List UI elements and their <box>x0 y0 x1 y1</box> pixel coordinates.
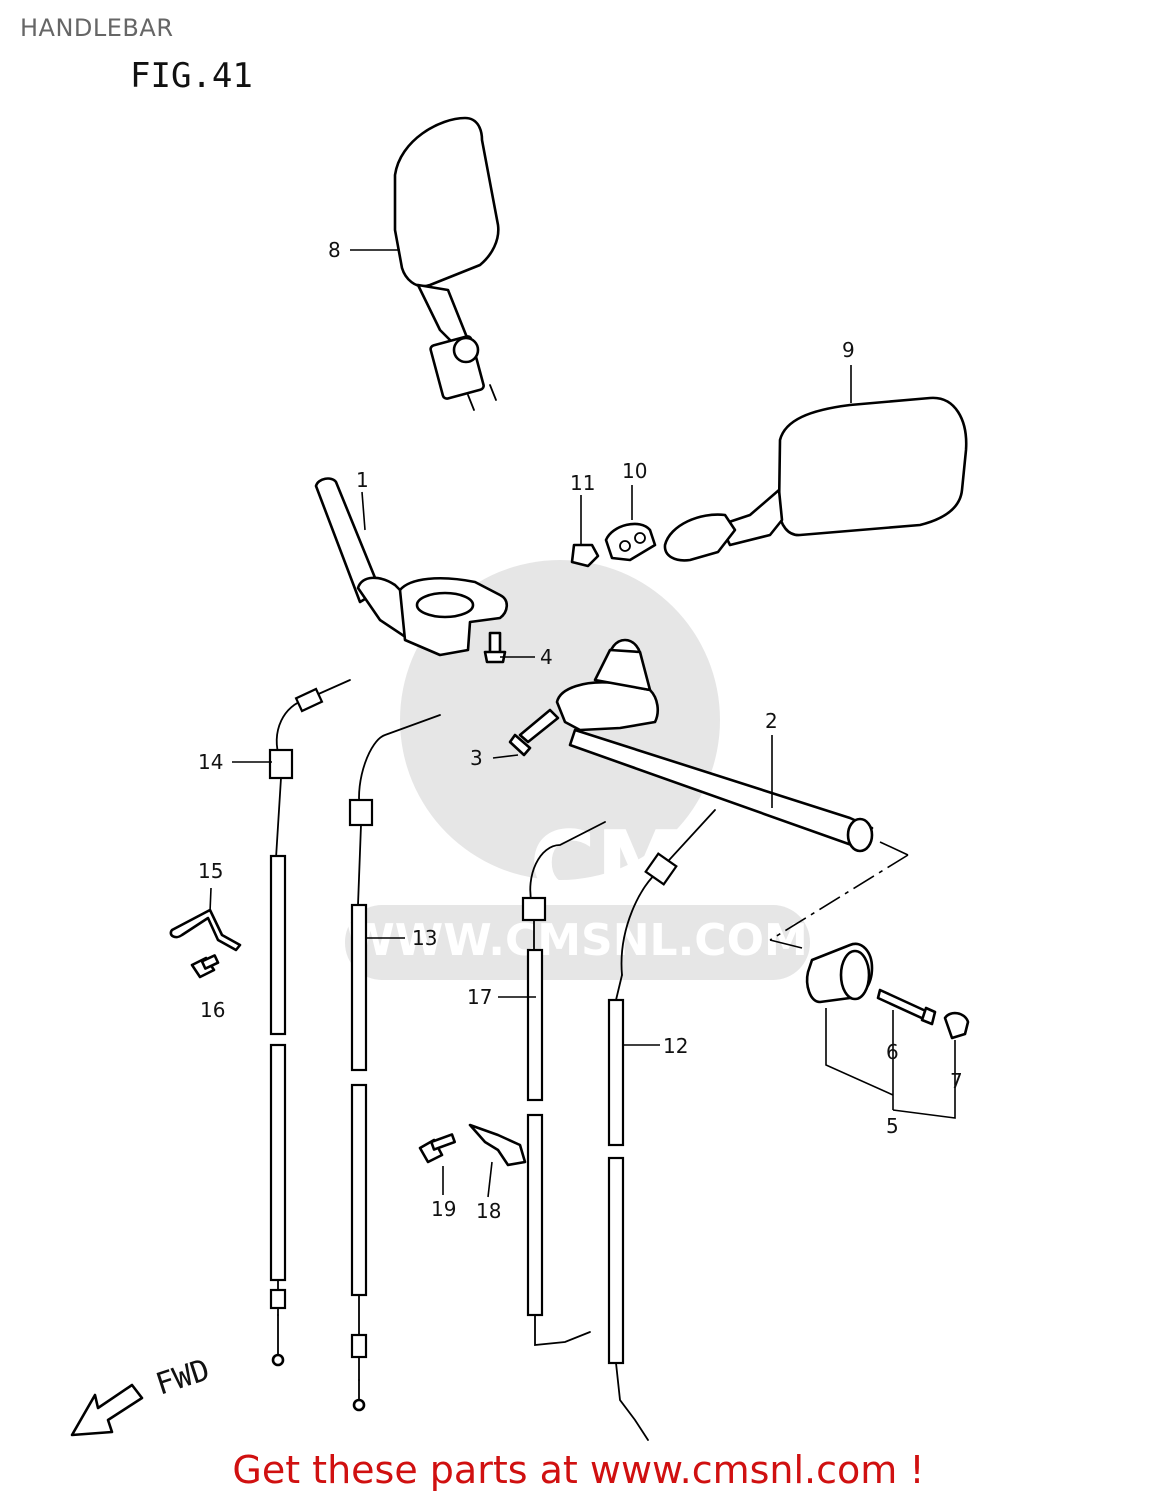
footer-cta-link[interactable]: Get these parts at www.cmsnl.com ! <box>232 1448 925 1492</box>
watermark-url: WWW.CMSNL.COM <box>346 915 808 966</box>
callout-19: 19 <box>431 1197 456 1221</box>
callout-5: 5 <box>886 1114 899 1138</box>
callout-7: 7 <box>950 1069 963 1093</box>
part-9-right-mirror <box>663 396 968 562</box>
callout-18: 18 <box>476 1199 501 1223</box>
callout-3: 3 <box>470 746 483 770</box>
callout-4: 4 <box>540 645 553 669</box>
callout-8: 8 <box>328 238 341 262</box>
watermark-brand: CMS <box>530 812 750 917</box>
part-13-cable <box>348 714 441 1412</box>
callout-1: 1 <box>356 468 369 492</box>
part-2-right-handlebar <box>555 638 874 853</box>
part-16-bolt <box>190 954 220 979</box>
callout-15: 15 <box>198 859 223 883</box>
callout-12: 12 <box>663 1034 688 1058</box>
fwd-arrow: FWD <box>70 1353 214 1437</box>
connector-lines <box>769 841 909 949</box>
figure-label: FIG.41 <box>130 56 253 96</box>
callout-6: 6 <box>886 1040 899 1064</box>
part-19-bolt <box>418 1133 457 1164</box>
part-14-cable <box>268 679 351 1367</box>
callout-17: 17 <box>467 985 492 1009</box>
part-10-plate <box>604 522 657 562</box>
callout-16: 16 <box>200 998 225 1022</box>
part-18-clamp <box>468 1123 527 1167</box>
watermark: WWW.CMSNL.COM CMS <box>345 560 810 980</box>
fwd-label: FWD <box>152 1353 214 1403</box>
part-4-bolt <box>483 631 507 664</box>
part-3-bolt <box>508 708 560 757</box>
part-1-left-handlebar <box>314 477 509 657</box>
callout-14: 14 <box>198 750 223 774</box>
page-title: HANDLEBAR <box>20 14 174 42</box>
part-11-cap <box>570 543 600 568</box>
part-15-clamp <box>169 908 242 952</box>
callout-13: 13 <box>412 926 437 950</box>
part-12-cable <box>607 809 716 1441</box>
callout-10: 10 <box>622 459 647 483</box>
part-17-cable <box>521 821 606 1346</box>
part-5-balancer <box>805 942 970 1119</box>
callout-labels: 8 9 1 11 10 4 3 2 14 15 16 13 17 12 6 7 … <box>198 238 963 1223</box>
callout-2: 2 <box>765 709 778 733</box>
callout-9: 9 <box>842 338 855 362</box>
part-8-left-mirror <box>393 116 500 411</box>
leader-lines <box>209 249 852 1198</box>
callout-11: 11 <box>570 471 595 495</box>
